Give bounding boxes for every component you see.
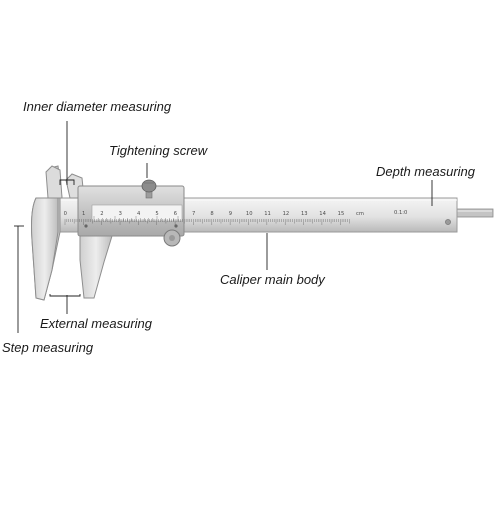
vernier-window <box>91 204 183 222</box>
leader-inner-diameter-bracket <box>59 179 75 185</box>
scale-number: 11 <box>264 211 271 217</box>
scale-number: 12 <box>283 211 290 217</box>
sliding-lower-jaw <box>79 235 113 299</box>
scale-number: 7 <box>192 211 195 217</box>
scale-number: 9 <box>229 211 232 217</box>
label-external: External measuring <box>40 316 152 331</box>
scale-number: 10 <box>246 211 253 217</box>
fixed-jaw-outer <box>31 197 59 301</box>
scale-number: 0 <box>64 211 67 217</box>
vernier-screw-left <box>84 224 88 228</box>
scale-number: cm <box>356 211 364 217</box>
leader-lines <box>14 121 433 333</box>
scale-number: 14 <box>319 211 326 217</box>
label-tightening-screw: Tightening screw <box>109 143 208 158</box>
depth-rod <box>454 208 494 218</box>
vernier-scale-ticks <box>93 216 179 221</box>
leader-external-bracket <box>49 294 81 297</box>
scale-number: 8 <box>210 211 213 217</box>
scale-number: 4 <box>137 211 141 217</box>
label-inner-diameter: Inner diameter measuring <box>23 99 172 114</box>
label-step: Step measuring <box>2 340 94 355</box>
thumb-roller-hub <box>169 235 175 241</box>
scale-number: 3 <box>119 211 122 217</box>
scale-number: 6 <box>174 211 177 217</box>
scale-number: 2 <box>100 211 103 217</box>
beam-end-screw <box>445 219 451 225</box>
vernier-screw-right <box>174 224 178 228</box>
fixed-upper-jaw <box>45 165 63 199</box>
label-main-body: Caliper main body <box>220 272 325 287</box>
label-depth: Depth measuring <box>376 164 475 179</box>
scale-number: 1 <box>82 211 85 217</box>
main-scale-ticks <box>64 219 350 225</box>
scale-spec: 0.1:0 <box>394 210 407 216</box>
scale-number: 15 <box>338 211 345 217</box>
tightening-screw-head <box>141 179 157 193</box>
scale-number: 5 <box>155 211 158 217</box>
scale-number: 13 <box>301 211 308 217</box>
